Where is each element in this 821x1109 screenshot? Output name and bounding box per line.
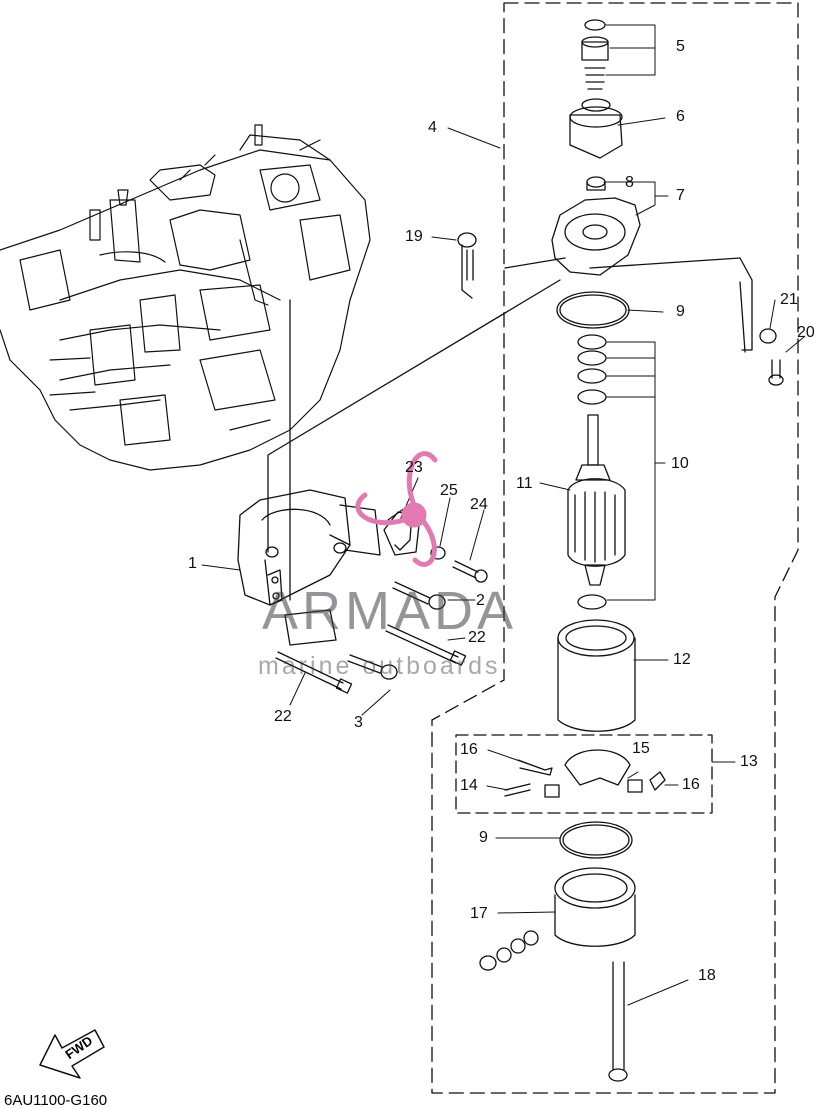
part-label-5: 5 (676, 38, 685, 55)
part-label-23: 23 (405, 459, 423, 476)
leader-lines (201, 24, 805, 1006)
part-label-16b: 16 (682, 776, 700, 793)
watermark-propeller-logo (355, 451, 438, 567)
part-label-4: 4 (428, 119, 437, 136)
stud-22-left (275, 651, 353, 694)
bolt-2 (392, 581, 446, 610)
part-label-16a: 16 (460, 741, 478, 758)
part-label-10: 10 (671, 455, 689, 472)
bolt-24 (452, 560, 488, 583)
part-label-7: 7 (676, 187, 685, 204)
watermark-tagline: marine outboards (258, 652, 501, 680)
part-label-17: 17 (470, 905, 488, 922)
diagram-code: 6AU1100-G160 (4, 1092, 108, 1109)
part-label-3: 3 (354, 714, 363, 731)
watermark-brand: ARMADA (262, 581, 518, 641)
part-label-24: 24 (470, 496, 488, 513)
part-label-22a: 22 (468, 629, 486, 646)
stud-22-right (385, 624, 467, 666)
part-label-14: 14 (460, 777, 478, 794)
starter-bracket (237, 489, 421, 646)
part-label-9a: 9 (676, 303, 685, 320)
brush-holder-group-box (455, 734, 713, 814)
fwd-arrow-icon (39, 1029, 105, 1079)
part-label-6: 6 (676, 108, 685, 125)
part-label-18: 18 (698, 967, 716, 984)
part-label-9b: 9 (479, 829, 488, 846)
part-label-13: 13 (740, 753, 758, 770)
washer-25 (430, 546, 446, 560)
part-label-2: 2 (476, 592, 485, 609)
engine-block-illustration (0, 124, 371, 471)
guide-line (267, 279, 561, 553)
starter-assembly-outline (431, 2, 799, 1094)
part-label-11: 11 (516, 475, 533, 492)
part-label-20: 20 (797, 324, 815, 341)
part-label-15: 15 (632, 740, 650, 757)
part-label-12: 12 (673, 651, 691, 668)
part-label-8: 8 (625, 174, 634, 191)
part-label-21: 21 (780, 291, 798, 308)
part-label-1: 1 (188, 555, 197, 572)
part-label-25: 25 (440, 482, 458, 499)
bolt-3 (347, 654, 398, 680)
part-label-19: 19 (405, 228, 423, 245)
starter-motor-stack (457, 19, 784, 1082)
part-label-22b: 22 (274, 708, 292, 725)
